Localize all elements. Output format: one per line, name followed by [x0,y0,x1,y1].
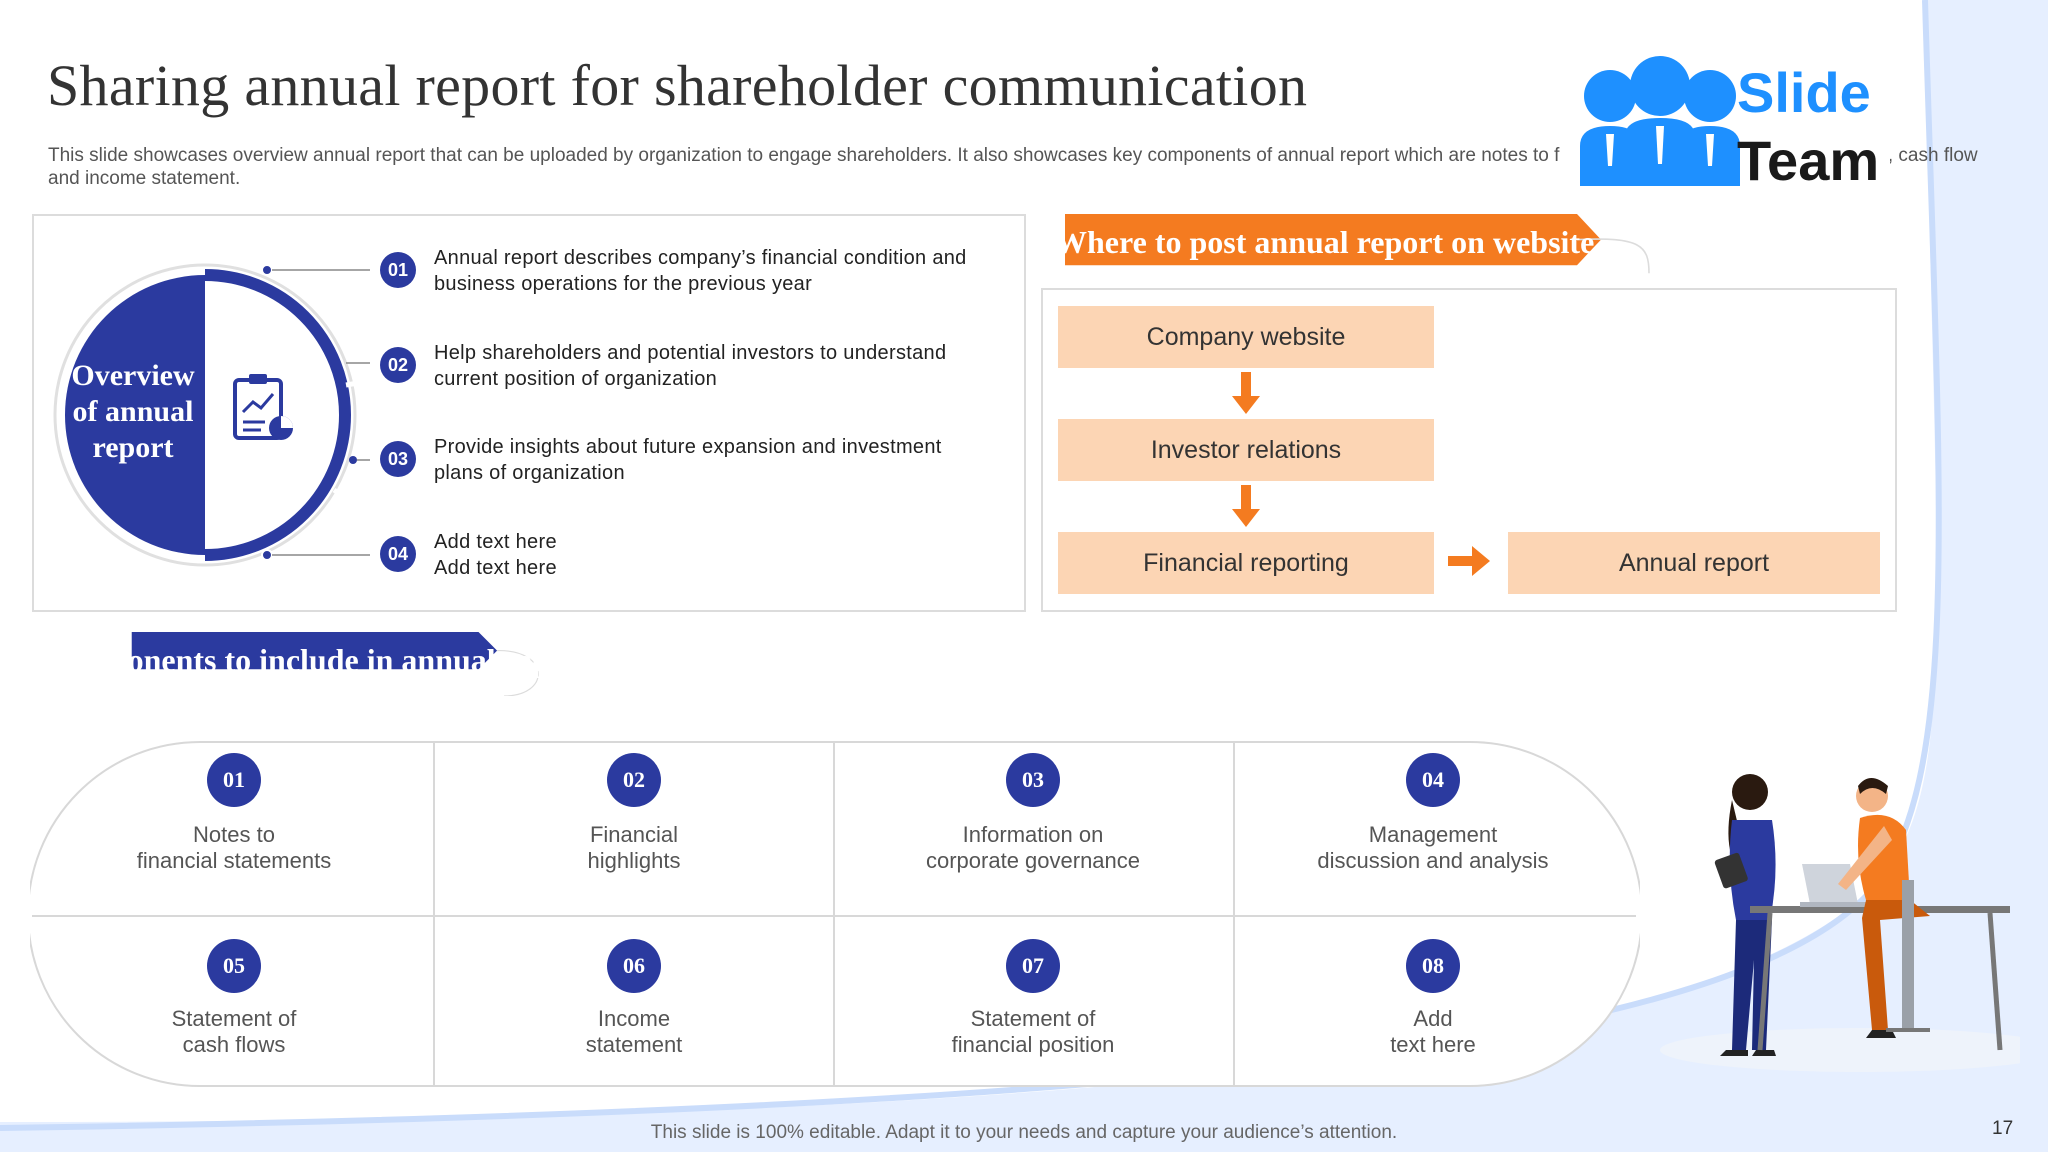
component-number-07: 07 [1006,939,1060,993]
component-number-02: 02 [607,753,661,807]
overview-donut [53,263,370,567]
overview-number-01: 01 [380,252,416,288]
page-number: 17 [1992,1118,2014,1139]
report-chart-icon [233,374,293,440]
overview-number-03: 03 [380,441,416,477]
component-number-03: 03 [1006,753,1060,807]
component-number-04: 04 [1406,753,1460,807]
logo-word-team: Team [1737,129,1880,192]
flow-step-investor-relations: Investor relations [1058,419,1434,481]
slide-subtitle: This slide showcases overview annual rep… [48,145,1978,189]
logo-word-slide: Slide [1737,61,1871,124]
team-logo-icon [1580,56,1740,186]
where-banner [1065,214,1650,274]
where-title: Where to post annual report on website [1055,224,1595,260]
overview-number-04: 04 [380,536,416,572]
components-title: Components to include in annual report [44,642,591,678]
components-banner [131,632,539,696]
overview-title: Overview of annual report [71,359,195,464]
slide-footer: This slide is 100% editable. Adapt it to… [650,1122,1398,1143]
flow-step-financial-reporting: Financial reporting [1058,532,1434,594]
flow-step-company-website: Company website [1058,306,1434,368]
overview-text-02: Help shareholders and potential investor… [434,342,947,390]
overview-text-03: Provide insights about future expansion … [434,436,942,484]
component-number-05: 05 [207,939,261,993]
component-number-01: 01 [207,753,261,807]
overview-number-02: 02 [380,347,416,383]
component-number-08: 08 [1406,939,1460,993]
arrow-down-icon [1232,485,1260,527]
component-number-06: 06 [607,939,661,993]
people-working-illustration [1660,774,2020,1072]
components-grid [30,741,1640,1087]
arrow-down-icon [1232,372,1260,414]
slide-title: Sharing annual report for shareholder co… [47,53,1308,118]
overview-text-01: Annual report describes company’s financ… [434,247,967,295]
overview-text-04: Add text here Add text here [434,531,557,579]
arrow-right-icon [1448,546,1490,576]
flow-step-annual-report: Annual report [1508,532,1880,594]
logo [1560,46,1890,196]
